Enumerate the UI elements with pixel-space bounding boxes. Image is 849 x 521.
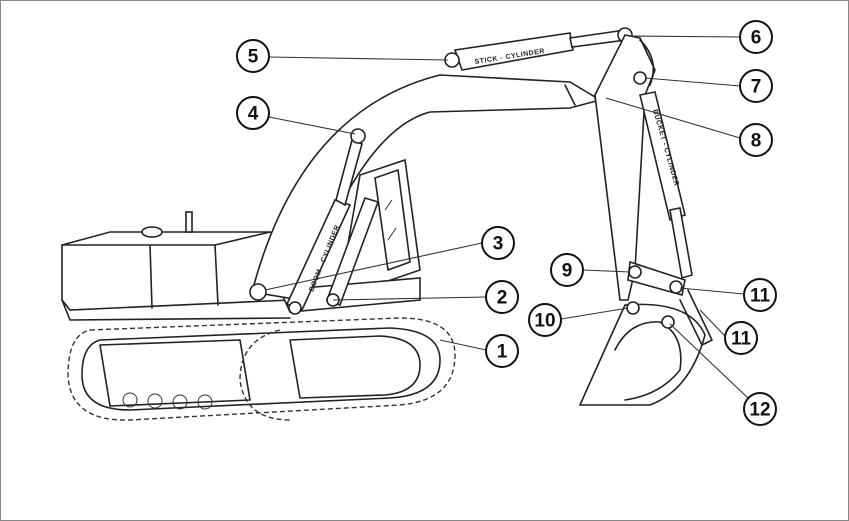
callout-1: 1	[485, 334, 519, 368]
callout-9: 9	[550, 253, 584, 287]
svg-text:2: 2	[497, 288, 508, 309]
leader-lines	[264, 35, 749, 399]
svg-text:11: 11	[750, 286, 771, 307]
svg-text:6: 6	[751, 28, 762, 49]
callout-10: 10	[528, 303, 562, 337]
callout-8: 8	[739, 123, 773, 157]
bucket	[578, 260, 713, 406]
svg-text:5: 5	[248, 47, 259, 68]
svg-text:1: 1	[497, 342, 508, 363]
svg-text:10: 10	[534, 311, 555, 332]
callout-2: 2	[485, 280, 519, 314]
callout-5: 5	[236, 39, 270, 73]
svg-text:8: 8	[751, 131, 762, 152]
track-assembly	[67, 317, 456, 421]
upper-structure	[61, 158, 421, 321]
callout-3: 3	[481, 226, 515, 260]
stick	[594, 34, 656, 301]
svg-text:7: 7	[751, 77, 762, 98]
callout-11-upper: 11	[743, 278, 777, 312]
callout-7: 7	[739, 69, 773, 103]
callout-12: 12	[743, 392, 777, 426]
svg-text:11: 11	[731, 329, 752, 350]
callout-11-lower: 11	[724, 321, 758, 355]
bucket-cylinder: BUCKET - CYLINDER	[639, 91, 693, 280]
callout-4: 4	[236, 96, 270, 130]
svg-text:3: 3	[493, 234, 504, 255]
stick-cylinder: STICK - CYLINDER	[444, 27, 633, 71]
svg-text:4: 4	[248, 104, 259, 125]
svg-text:12: 12	[749, 400, 770, 421]
callout-6: 6	[739, 20, 773, 54]
svg-text:9: 9	[562, 261, 573, 282]
